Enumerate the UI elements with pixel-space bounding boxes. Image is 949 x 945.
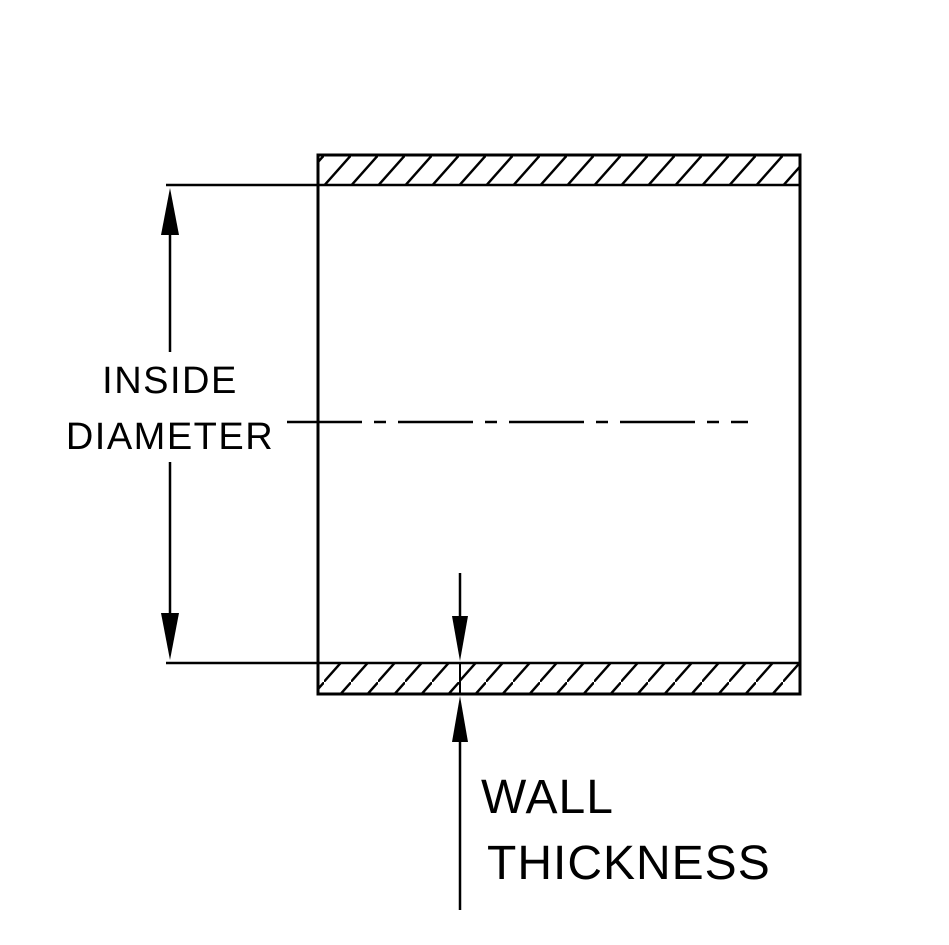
top-wall-hatching <box>318 155 800 185</box>
up-arrowhead-icon <box>161 188 179 235</box>
down-arrowhead-icon <box>161 613 179 660</box>
down-arrowhead-icon <box>452 616 468 661</box>
inside-diameter-label-line2: DIAMETER <box>66 416 274 458</box>
hose-body <box>287 153 802 696</box>
inside-diameter-label-line1: INSIDE <box>102 360 238 402</box>
wall-thickness-dimension: WALL THICKNESS <box>452 573 771 910</box>
up-arrowhead-icon <box>452 696 468 742</box>
wall-thickness-label-line2: THICKNESS <box>487 837 771 890</box>
wall-thickness-label-line1: WALL <box>481 771 614 824</box>
inside-diameter-dimension: INSIDE DIAMETER <box>66 183 318 665</box>
bottom-wall-hatching <box>318 663 800 694</box>
hose-outline <box>316 153 802 696</box>
